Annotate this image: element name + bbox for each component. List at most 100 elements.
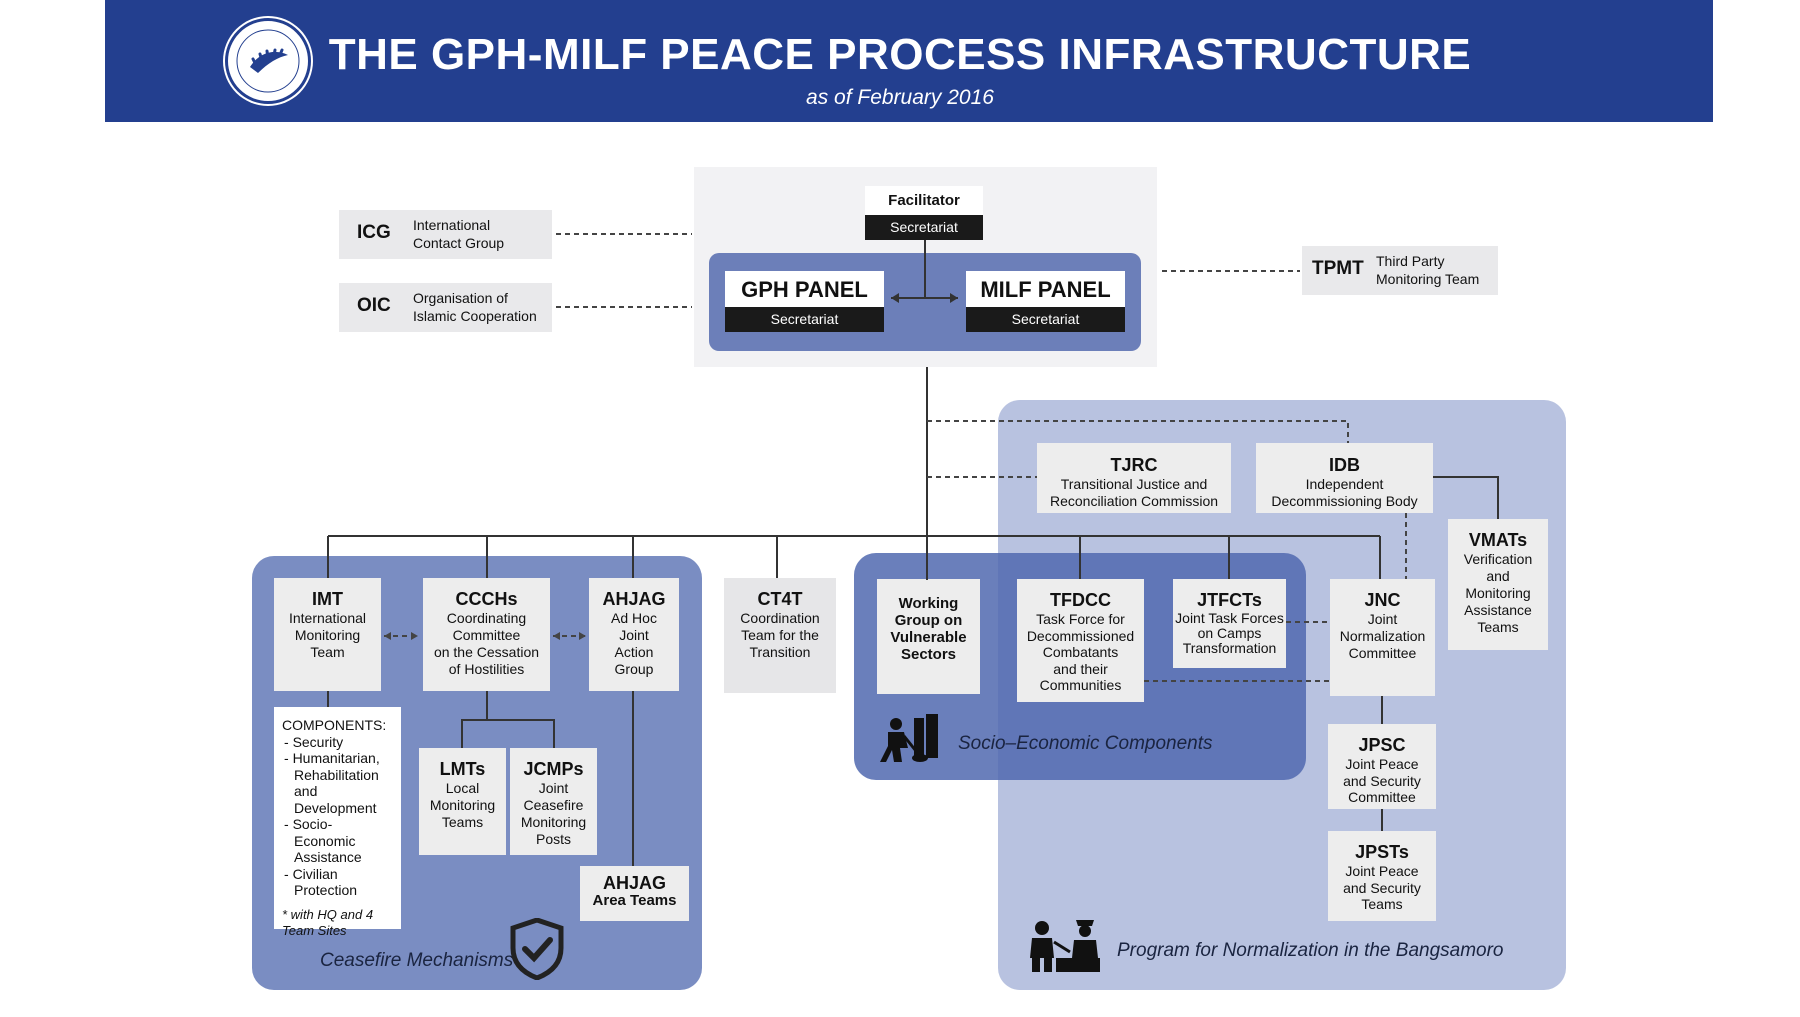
ccchs-abbr: CCCHs	[455, 589, 518, 609]
jpsc-l1: Joint Peace	[1345, 756, 1419, 772]
ccchs-box: CCCHs Coordinating Committee on the Cess…	[423, 578, 550, 691]
idb-full-1: Independent	[1305, 476, 1384, 492]
component-item: Socio-Economic Assistance	[293, 816, 393, 866]
vmats-box: VMATs Verification and Monitoring Assist…	[1448, 519, 1548, 650]
facilitator-label: Facilitator	[888, 192, 960, 209]
lmts-l1: Local	[445, 780, 480, 796]
milf-panel-box: MILF PANEL Secretariat	[966, 271, 1125, 332]
tfdcc-box: TFDCC Task Force for Decommissioned Comb…	[1017, 579, 1144, 702]
icg-full-2: Contact Group	[413, 235, 505, 251]
tfdcc-l4: and their	[1053, 660, 1108, 677]
icg-box: ICG International Contact Group	[339, 210, 552, 259]
vmats-l4: Assistance	[1464, 602, 1532, 618]
imt-box: IMT International Monitoring Team	[274, 578, 381, 691]
lmts-abbr: LMTs	[439, 759, 486, 779]
working-group-l4: Sectors	[900, 646, 957, 663]
jnc-abbr: JNC	[1364, 590, 1401, 610]
tfdcc-l5: Communities	[1039, 677, 1122, 693]
working-group-box: Working Group on Vulnerable Sectors	[877, 579, 980, 694]
tfdcc-l2: Decommissioned	[1026, 627, 1135, 644]
idb-full-2: Decommissioning Body	[1271, 493, 1418, 509]
facilitator-box: Facilitator Secretariat	[865, 186, 983, 240]
components-note: * with HQ and 4 Team Sites	[282, 906, 374, 939]
tpmt-abbr: TPMT	[1312, 258, 1364, 279]
jtfcts-box: JTFCTs Joint Task Forces on Camps Transf…	[1173, 579, 1286, 668]
tfdcc-abbr: TFDCC	[1050, 590, 1111, 610]
component-item: Civilian Protection	[293, 866, 393, 899]
ccchs-l1: Coordinating	[446, 610, 527, 626]
component-item: Security	[293, 734, 393, 751]
jtfcts-l3: Transformation	[1182, 640, 1277, 656]
header-banner	[105, 0, 1713, 122]
jnc-l1: Joint	[1367, 611, 1398, 627]
vmats-l1: Verification	[1463, 551, 1533, 567]
ahjag-box: AHJAG Ad Hoc Joint Action Group	[589, 578, 679, 691]
ahjag-area-l1: AHJAG	[602, 873, 666, 893]
jtfcts-abbr: JTFCTs	[1197, 590, 1262, 610]
ct4t-l3: Transition	[749, 644, 811, 660]
gph-panel-label: GPH PANEL	[741, 277, 868, 302]
ahjag-area-l2: Area Teams	[592, 892, 677, 909]
normalization-label: Program for Normalization in the Bangsam…	[1117, 940, 1504, 961]
opapp-logo	[225, 18, 311, 104]
tpmt-box: TPMT Third Party Monitoring Team	[1302, 246, 1498, 295]
jpsts-l1: Joint Peace	[1345, 863, 1419, 879]
jcmps-abbr: JCMPs	[523, 759, 584, 779]
milf-secretariat: Secretariat	[966, 307, 1125, 332]
components-list: Security Humanitarian, Rehabilitation an…	[282, 734, 393, 899]
tfdcc-l1: Task Force for	[1036, 611, 1125, 627]
tjrc-full-2: Reconciliation Commission	[1049, 493, 1219, 509]
jpsts-l2: and Security	[1343, 879, 1421, 896]
working-group-l2: Group on	[894, 612, 963, 629]
jpsc-box: JPSC Joint Peace and Security Committee	[1328, 724, 1436, 809]
tjrc-abbr: TJRC	[1110, 455, 1158, 475]
jpsc-abbr: JPSC	[1358, 735, 1406, 755]
jcmps-l3: Monitoring	[520, 814, 587, 830]
ccchs-l3: on the Cessation	[433, 644, 540, 660]
lmts-box: LMTs Local Monitoring Teams	[419, 748, 506, 855]
worker-icon	[880, 712, 944, 764]
working-group-l1: Working	[898, 595, 959, 612]
vmats-l2: and	[1486, 568, 1510, 584]
ct4t-l2: Team for the	[741, 627, 819, 643]
components-heading: COMPONENTS:	[282, 717, 387, 733]
gph-secretariat: Secretariat	[725, 307, 884, 332]
jnc-box: JNC Joint Normalization Committee	[1330, 579, 1435, 696]
page-subtitle: as of February 2016	[806, 86, 994, 109]
ahjag-area-teams-box: AHJAG Area Teams	[580, 866, 689, 921]
decommissioning-icon	[1026, 918, 1102, 972]
ceasefire-label: Ceasefire Mechanisms	[320, 950, 514, 971]
ahjag-l4: Group	[614, 661, 654, 677]
jtfcts-l1: Joint Task Forces	[1175, 610, 1284, 626]
imt-components-box: COMPONENTS: Security Humanitarian, Rehab…	[274, 707, 401, 938]
tfdcc-l3: Combatants	[1042, 644, 1119, 660]
ahjag-abbr: AHJAG	[602, 589, 666, 609]
jpsts-abbr: JPSTs	[1355, 842, 1409, 862]
facilitator-secretariat: Secretariat	[865, 215, 983, 240]
vmats-abbr: VMATs	[1468, 530, 1528, 550]
oic-full-2: Islamic Cooperation	[413, 308, 537, 324]
jcmps-box: JCMPs Joint Ceasefire Monitoring Posts	[510, 748, 597, 855]
vmats-l5: Teams	[1477, 619, 1519, 635]
working-group-l3: Vulnerable	[890, 629, 967, 646]
ahjag-l1: Ad Hoc	[611, 610, 657, 626]
ahjag-l2: Joint	[619, 627, 649, 643]
ct4t-box: CT4T Coordination Team for the Transitio…	[724, 578, 836, 693]
imt-l2: Monitoring	[294, 627, 361, 643]
imt-l3: Team	[310, 644, 345, 660]
imt-l1: International	[288, 610, 367, 626]
jpsts-l3: Teams	[1361, 896, 1403, 912]
jcmps-l4: Posts	[535, 831, 571, 847]
oic-box: OIC Organisation of Islamic Cooperation	[339, 283, 552, 332]
ccchs-l4: of Hostilities	[448, 661, 525, 677]
idb-abbr: IDB	[1329, 455, 1360, 475]
oic-abbr: OIC	[357, 295, 391, 316]
tjrc-box: TJRC Transitional Justice and Reconcilia…	[1037, 443, 1231, 513]
idb-box: IDB Independent Decommissioning Body	[1256, 443, 1433, 513]
jpsc-l2: and Security	[1343, 772, 1421, 789]
tjrc-full-1: Transitional Justice and	[1060, 476, 1208, 492]
lmts-l2: Monitoring	[429, 797, 496, 813]
ccchs-l2: Committee	[452, 627, 521, 643]
ahjag-l3: Action	[614, 644, 654, 660]
